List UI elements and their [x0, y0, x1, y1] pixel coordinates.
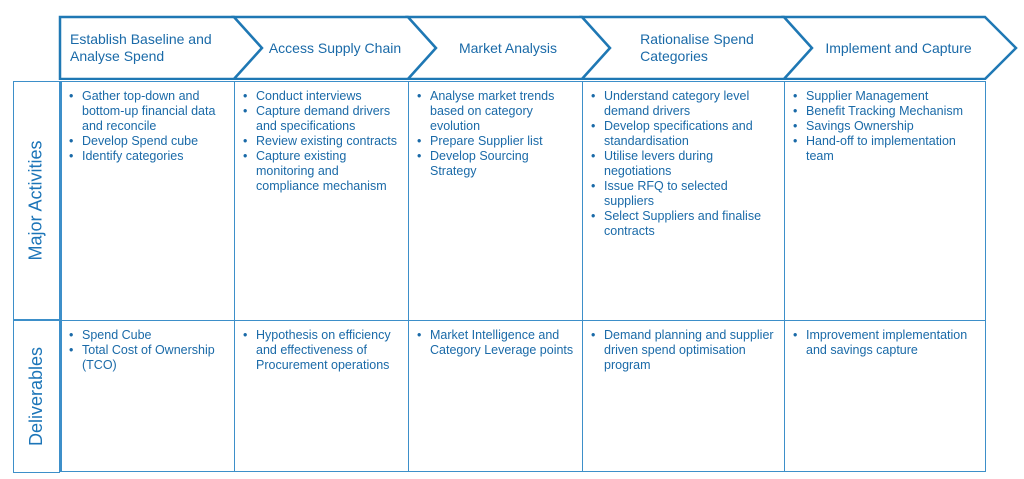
bullet-item: Analyse market trends based on category … — [417, 89, 576, 134]
grid-column-line — [408, 81, 409, 472]
grid-column-line — [60, 81, 62, 472]
cell-activities-1: Gather top-down and bottom-up financial … — [60, 89, 234, 164]
bullet-list: Understand category level demand drivers… — [591, 89, 778, 239]
bullet-item: Develop Spend cube — [69, 134, 228, 149]
stage-label-3: Market Analysis — [436, 17, 580, 79]
bullet-list: Supplier ManagementBenefit Tracking Mech… — [793, 89, 979, 164]
bullet-item: Total Cost of Ownership (TCO) — [69, 343, 228, 373]
stage-label-5: Implement and Capture — [812, 17, 985, 79]
grid-row-divider — [13, 320, 985, 321]
cell-deliverables-3: Market Intelligence and Category Leverag… — [408, 328, 582, 358]
bullet-item: Improvement implementation and savings c… — [793, 328, 979, 358]
grid-column-line — [234, 81, 235, 472]
cell-deliverables-1: Spend CubeTotal Cost of Ownership (TCO) — [60, 328, 234, 373]
bullet-item: Hypothesis on efficiency and effectivene… — [243, 328, 402, 373]
grid-top-border — [13, 81, 985, 82]
bullet-item: Understand category level demand drivers — [591, 89, 778, 119]
cell-activities-2: Conduct interviewsCapture demand drivers… — [234, 89, 408, 194]
grid-bottom-border — [60, 471, 985, 472]
bullet-item: Develop Sourcing Strategy — [417, 149, 576, 179]
bullet-item: Identify categories — [69, 149, 228, 164]
bullet-item: Spend Cube — [69, 328, 228, 343]
bullet-list: Market Intelligence and Category Leverag… — [417, 328, 576, 358]
bullet-list: Hypothesis on efficiency and effectivene… — [243, 328, 402, 373]
stage-chevron-5 — [781, 15, 1018, 80]
bullet-list: Conduct interviewsCapture demand drivers… — [243, 89, 402, 194]
stage-label-line: Analyse Spend — [70, 48, 165, 64]
grid-column-line — [784, 81, 785, 472]
bullet-item: Prepare Supplier list — [417, 134, 576, 149]
cell-activities-5: Supplier ManagementBenefit Tracking Mech… — [784, 89, 985, 164]
row-label-text: Major Activities — [26, 140, 47, 261]
cell-deliverables-4: Demand planning and supplier driven spen… — [582, 328, 784, 373]
bullet-list: Analyse market trends based on category … — [417, 89, 576, 179]
bullet-item: Capture demand drivers and specification… — [243, 104, 402, 134]
bullet-list: Gather top-down and bottom-up financial … — [69, 89, 228, 164]
bullet-item: Market Intelligence and Category Leverag… — [417, 328, 576, 358]
bullet-item: Supplier Management — [793, 89, 979, 104]
cell-deliverables-5: Improvement implementation and savings c… — [784, 328, 985, 358]
bullet-list: Improvement implementation and savings c… — [793, 328, 979, 358]
cell-activities-4: Understand category level demand drivers… — [582, 89, 784, 239]
bullet-item: Capture existing monitoring and complian… — [243, 149, 402, 194]
stage-label-line: Access Supply Chain — [268, 39, 402, 56]
bullet-item: Hand-off to implementation team — [793, 134, 979, 164]
bullet-item: Gather top-down and bottom-up financial … — [69, 89, 228, 134]
bullet-item: Utilise levers during negotiations — [591, 149, 778, 179]
bullet-item: Review existing contracts — [243, 134, 402, 149]
bullet-item: Select Suppliers and finalise contracts — [591, 209, 778, 239]
stage-label-line: Establish Baseline and — [70, 31, 212, 47]
row-label-major-activities: Major Activities — [13, 81, 60, 320]
bullet-item: Develop specifications and standardisati… — [591, 119, 778, 149]
bullet-list: Demand planning and supplier driven spen… — [591, 328, 778, 373]
stage-label-2: Access Supply Chain — [262, 17, 408, 79]
cell-deliverables-2: Hypothesis on efficiency and effectivene… — [234, 328, 408, 373]
cell-activities-3: Analyse market trends based on category … — [408, 89, 582, 179]
bullet-item: Conduct interviews — [243, 89, 402, 104]
bullet-item: Savings Ownership — [793, 119, 979, 134]
grid-column-line — [985, 81, 986, 472]
grid-column-line — [582, 81, 583, 472]
stage-label-line: Rationalise Spend — [640, 31, 754, 47]
bullet-list: Spend CubeTotal Cost of Ownership (TCO) — [69, 328, 228, 373]
bullet-item: Benefit Tracking Mechanism — [793, 104, 979, 119]
row-label-deliverables: Deliverables — [13, 320, 60, 473]
row-label-text: Deliverables — [26, 346, 47, 447]
bullet-item: Issue RFQ to selected suppliers — [591, 179, 778, 209]
stage-chevrons — [58, 15, 1018, 80]
stage-label-line: Implement and Capture — [825, 39, 972, 56]
bullet-item: Demand planning and supplier driven spen… — [591, 328, 778, 373]
stage-label-line: Market Analysis — [458, 39, 558, 56]
stage-label-line: Categories — [640, 48, 708, 64]
